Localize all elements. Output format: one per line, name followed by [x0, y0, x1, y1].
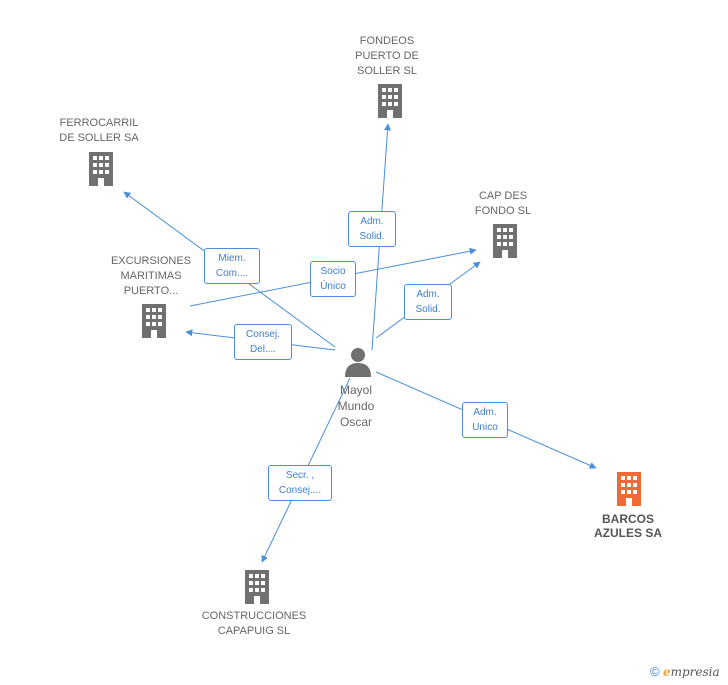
- footer-brand: © empresia: [650, 664, 720, 679]
- node-label-fondeos[interactable]: FONDEOS PUERTO DE SOLLER SL: [355, 35, 419, 77]
- node-label-construcciones[interactable]: CONSTRUCCIONES CAPAPUIG SL: [201, 610, 307, 637]
- node-label-barcos[interactable]: BARCOS AZULES SA: [593, 512, 662, 540]
- edge-label-fondeos[interactable]: Adm. Solid.: [348, 211, 396, 247]
- person-icon[interactable]: [344, 347, 372, 377]
- edge-label-construcciones[interactable]: Secr. , Consej....: [268, 465, 332, 501]
- edge-label-excursiones[interactable]: Consej. Del....: [234, 324, 292, 360]
- edge-label-ferrocarril[interactable]: Miem. Com....: [204, 248, 260, 284]
- building-icon[interactable]: [375, 84, 405, 118]
- brand-logo[interactable]: empresia: [662, 665, 720, 679]
- node-label-capdes[interactable]: CAP DES FONDO SL: [474, 190, 532, 217]
- building-icon[interactable]: [490, 224, 520, 258]
- edge-label-capdes-adm[interactable]: Adm. Solid.: [404, 284, 452, 320]
- building-icon[interactable]: [86, 152, 116, 186]
- copyright-icon: ©: [650, 664, 660, 679]
- node-label-person[interactable]: Mayol Mundo Oscar: [337, 383, 375, 429]
- edge-label-capdes-socio[interactable]: Socio Único: [310, 261, 356, 297]
- building-icon[interactable]: [139, 304, 169, 338]
- node-label-ferrocarril[interactable]: FERROCARRIL DE SOLLER SA: [59, 117, 139, 144]
- node-label-excursiones[interactable]: EXCURSIONES MARITIMAS PUERTO...: [110, 255, 192, 297]
- building-icon[interactable]: [614, 472, 644, 506]
- building-icon[interactable]: [242, 570, 272, 604]
- edge-label-barcos[interactable]: Adm. Unico: [462, 402, 508, 438]
